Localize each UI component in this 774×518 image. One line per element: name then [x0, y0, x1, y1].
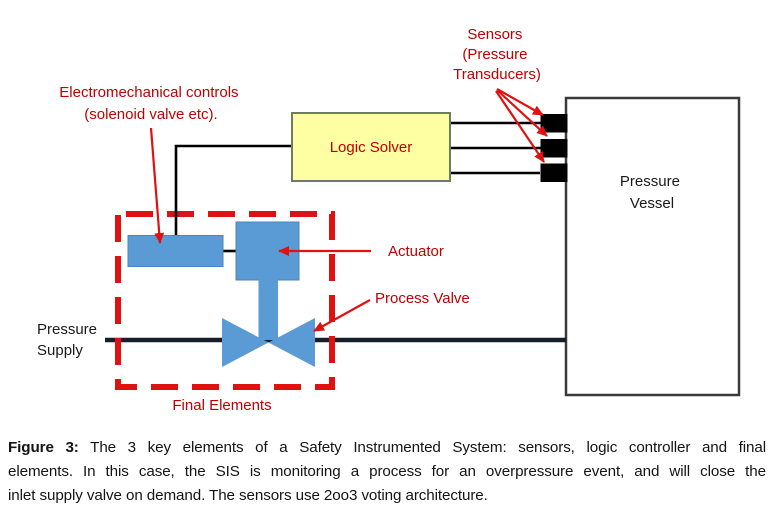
process-valve-left-triangle	[222, 318, 269, 367]
caption-line-2: elements. In this case, the SIS is monit…	[8, 463, 766, 480]
caption-line-1: Figure 3: The 3 key elements of a Safety…	[8, 436, 766, 460]
solenoid-valve-shape	[127, 235, 224, 267]
arrow-sensor-1	[496, 88, 544, 116]
figure-caption: Figure 3: The 3 key elements of a Safety…	[8, 436, 766, 508]
sensors-label: Sensors (Pressure Transducers)	[453, 26, 541, 83]
figure-number-label: Figure 3:	[8, 439, 79, 456]
sensor-block-3	[540, 163, 568, 182]
pressure-supply-label: Pressure Supply	[37, 321, 101, 359]
caption-line-1-text: The 3 key elements of a Safety Instrumen…	[78, 439, 766, 456]
sis-diagram: Pressure Vessel Logic Solver	[37, 26, 741, 414]
actuator-label: Actuator	[388, 243, 444, 260]
pressure-vessel-box	[564, 96, 741, 397]
arrow-electromechanical	[149, 127, 165, 244]
final-elements-boundary	[115, 211, 335, 390]
sensor-block-2	[540, 139, 568, 158]
wire-logic-to-solenoid	[174, 144, 292, 236]
caption-line-3: inlet supply valve on demand. The sensor…	[8, 487, 488, 504]
logic-solver-label: Logic Solver	[330, 139, 413, 156]
arrow-sensor-3	[495, 90, 545, 163]
sensor-block-1	[540, 114, 568, 133]
final-elements-label: Final Elements	[172, 397, 271, 414]
process-valve-label: Process Valve	[375, 290, 470, 307]
process-valve-right-triangle	[268, 318, 315, 367]
electromechanical-controls-label: Electromechanical controls (solenoid val…	[59, 84, 242, 123]
valve-stem-shape	[258, 278, 278, 340]
pressure-vessel-label: Pressure Vessel	[620, 173, 684, 212]
arrow-process-valve	[313, 299, 371, 332]
arrow-sensor-2	[496, 89, 548, 137]
logic-solver-box	[291, 112, 451, 182]
